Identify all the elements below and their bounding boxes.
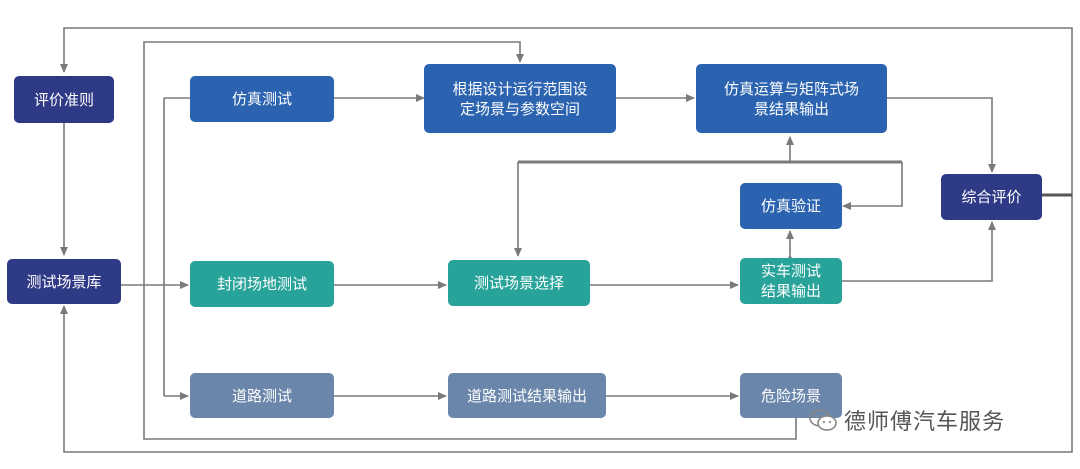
node-test-scenario-library: 测试场景库 xyxy=(7,259,121,304)
feedback-to-verify xyxy=(842,162,903,210)
real-to-overall xyxy=(842,221,996,282)
node-scenario-selection: 测试场景选择 xyxy=(448,260,590,306)
watermark-text: 德师傅汽车服务 xyxy=(844,410,1006,435)
node-define-scenario-space: 根据设计运行范围设 定场景与参数空间 xyxy=(424,64,616,133)
node-simulation-verification: 仿真验证 xyxy=(740,183,842,229)
node-road-test: 道路测试 xyxy=(190,373,334,418)
node-real-vehicle-output: 实车测试 结果输出 xyxy=(740,258,842,304)
node-simulation-output: 仿真运算与矩阵式场 景结果输出 xyxy=(696,64,887,133)
wechat-icon xyxy=(809,409,837,431)
node-evaluation-criteria: 评价准则 xyxy=(14,76,114,123)
watermark: 德师傅汽车服务 xyxy=(808,404,1005,436)
simout-to-overall xyxy=(887,97,996,173)
node-simulation-test: 仿真测试 xyxy=(190,76,334,122)
outer-loop-bottom xyxy=(60,195,1073,453)
node-closed-field-test: 封闭场地测试 xyxy=(190,261,334,307)
danger-loop xyxy=(143,41,797,440)
node-overall-evaluation: 综合评价 xyxy=(941,174,1042,220)
node-road-test-output: 道路测试结果输出 xyxy=(448,373,606,418)
